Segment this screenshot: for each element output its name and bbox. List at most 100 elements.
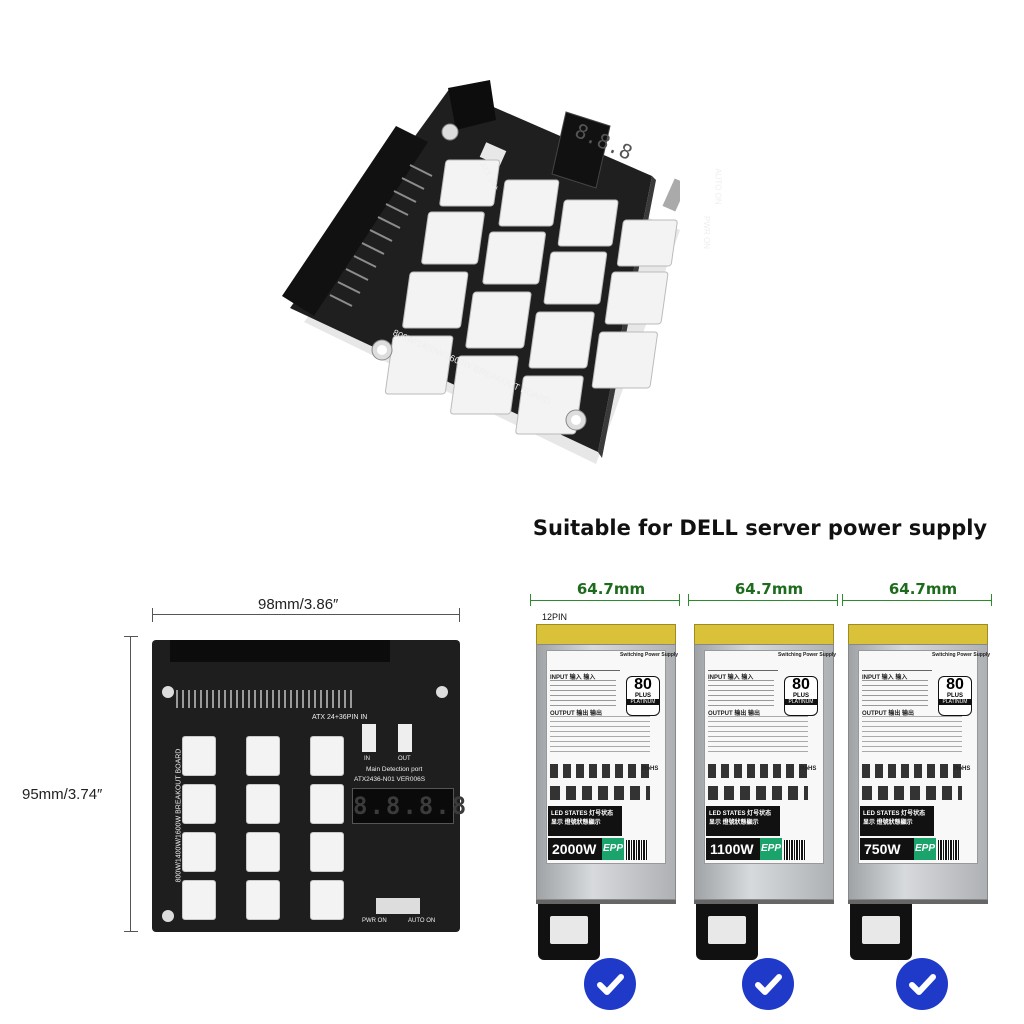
pcie-connector [182, 880, 216, 920]
psu-rohs-text: RoHS [800, 766, 817, 772]
psu-led-text: LED STATES 灯号状态显示 燈號狀態顯示 [551, 811, 614, 826]
plus-word-text: PLUS [792, 693, 809, 699]
mount-hole [436, 686, 448, 698]
psu-watt-text: 2000W [552, 841, 597, 857]
power-switch-front[interactable] [376, 898, 420, 914]
pcie-connector [310, 832, 344, 872]
psu-epp-box: EPP [602, 838, 624, 860]
plus-80-text: 80 [946, 676, 964, 693]
psu-width-line [688, 600, 838, 601]
psu-gold-edge [536, 624, 676, 646]
psu-width-label: 64.7mm [888, 580, 958, 598]
psu-cert-icons [708, 764, 808, 778]
psu-watt-box: 2000W [548, 838, 604, 860]
psu-epp-text: EPP [915, 843, 936, 854]
pcie-connector [246, 784, 280, 824]
plus-grade-text: PLATINUM [785, 699, 817, 705]
psu-input-text: INPUT 输入 输入 [708, 675, 754, 681]
breakout-board-photo: 8.8.8 [282, 80, 680, 464]
pcie-connector [246, 880, 280, 920]
psu-rohs-text: RoHS [642, 766, 659, 772]
auto-on-label: AUTO ON [408, 918, 436, 924]
psu-input-lines [862, 680, 928, 706]
psu-led-panel: LED STATES 灯号状态显示 燈號狀態顯示 [860, 806, 934, 836]
segment-display-front: 8.8.8.8 [352, 788, 469, 824]
width-label: 98mm/3.86″ [258, 596, 339, 613]
check-icon [896, 958, 948, 1010]
height-label: 95mm/3.74″ [22, 786, 103, 803]
psu-output-lines [708, 716, 808, 756]
psu-qr-code [938, 840, 960, 860]
psu-input-lines [550, 680, 616, 706]
psu-epp-box: EPP [760, 838, 782, 860]
plus-grade-text: PLATINUM [627, 699, 659, 705]
front-silk-text: 800W/1400W/1600W BREAKOUT BOARD [175, 748, 183, 883]
psu-gold-edge [694, 624, 834, 646]
psu-switching-text: Switching Power Supply [932, 652, 991, 658]
psu-gold-edge [848, 624, 988, 646]
psu-cert-icons-2 [550, 786, 650, 800]
plus-80-text: 80 [792, 676, 810, 693]
psu-width-label: 64.7mm [576, 580, 646, 598]
mount-hole [162, 686, 174, 698]
mount-hole [441, 123, 459, 141]
psu-output-text: OUTPUT 输出 输出 [550, 711, 602, 717]
psu-watt-box: 1100W [706, 838, 762, 860]
psu-width-line [842, 600, 992, 601]
display-digits: 8.8.8.8 [353, 792, 469, 820]
detect-label: Main Detection port [366, 766, 423, 773]
pcie-connector [182, 736, 216, 776]
psu-led-text: LED STATES 灯号状态显示 燈號狀態顯示 [863, 811, 926, 826]
small-connector [479, 142, 507, 166]
power-switch [662, 178, 680, 212]
plus-grade-text: PLATINUM [939, 699, 971, 705]
edge-slot-connector [282, 126, 428, 316]
psu-width-label: 64.7mm [734, 580, 804, 598]
board-auto-label: AUTO ON [713, 168, 723, 205]
model-label: ATX2436-N01 VER006S [354, 776, 426, 783]
psu-output-lines [550, 716, 650, 756]
board-power-label: PWR ON [701, 216, 711, 249]
in-label: IN [364, 756, 370, 762]
atx-header [448, 80, 496, 130]
height-dimension-line [130, 636, 131, 932]
out-connector [398, 724, 412, 752]
pin-traces [329, 164, 433, 307]
pcie-connector [310, 784, 344, 824]
psu-qr-code [784, 840, 806, 860]
pin-traces-front [176, 690, 356, 708]
pcie-connector [310, 880, 344, 920]
out-label: OUT [398, 756, 411, 762]
psu-led-panel: LED STATES 灯号状态显示 燈號狀態顯示 [548, 806, 622, 836]
psu-pin-label: 12PIN [542, 612, 568, 622]
pcie-connector [182, 784, 216, 824]
pwr-on-label: PWR ON [362, 918, 387, 924]
pcie-connector [246, 832, 280, 872]
plus-word-text: PLUS [946, 693, 963, 699]
psu-input-text: INPUT 输入 输入 [550, 675, 596, 681]
plus-word-text: PLUS [634, 693, 651, 699]
psu-epp-text: EPP [761, 843, 782, 854]
pcie-connector-grid [384, 159, 678, 435]
psu-output-text: OUTPUT 输出 输出 [708, 711, 760, 717]
in-connector [362, 724, 376, 752]
psu-rohs-text: RoHS [954, 766, 971, 772]
psu-watt-text: 750W [864, 841, 901, 857]
psu-led-panel: LED STATES 灯号状态显示 燈號狀態顯示 [706, 806, 780, 836]
pcie-connector [182, 832, 216, 872]
psu-cert-icons-2 [708, 786, 808, 800]
atx-label: ATX 24+36PIN IN [312, 714, 368, 721]
psu-width-line [530, 600, 680, 601]
psu-epp-box: EPP [914, 838, 936, 860]
headline: Suitable for DELL server power supply [532, 516, 988, 540]
psu-qr-code [626, 840, 648, 860]
psu-cert-icons [862, 764, 962, 778]
psu-switching-text: Switching Power Supply [620, 652, 679, 658]
width-dimension-line [152, 614, 460, 615]
pcie-connector [246, 736, 280, 776]
psu-epp-text: EPP [603, 843, 624, 854]
